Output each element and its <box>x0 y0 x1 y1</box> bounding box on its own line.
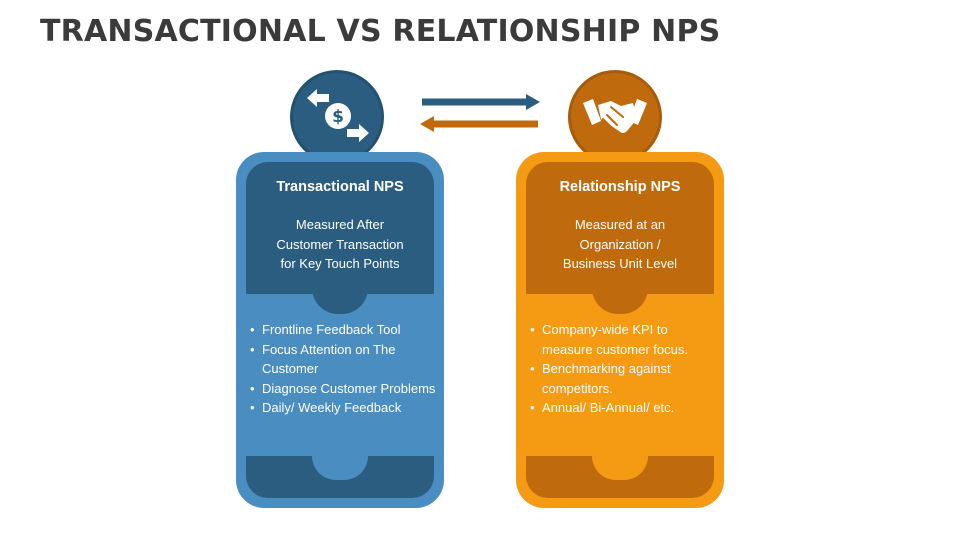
transactional-header-tab <box>312 288 368 314</box>
page-title: TRANSACTIONAL VS RELATIONSHIP NPS <box>40 14 721 49</box>
relationship-bullet-list: Company-wide KPI to measure customer foc… <box>530 320 720 418</box>
arrow-left-icon <box>420 116 538 132</box>
transactional-description: Measured After Customer Transaction for … <box>250 215 430 274</box>
list-item: Frontline Feedback Tool <box>250 320 440 340</box>
transactional-card: Transactional NPS Measured After Custome… <box>236 152 444 508</box>
transactional-bullet-list: Frontline Feedback Tool Focus Attention … <box>250 320 440 418</box>
transactional-description-line: Measured After <box>295 217 385 232</box>
dollar-exchange-icon: $ <box>307 89 369 142</box>
relationship-description-line: Organization / <box>579 236 661 252</box>
relationship-header-panel <box>526 162 714 294</box>
relationship-icon-badge <box>568 70 662 164</box>
relationship-card: Relationship NPS Measured at an Organiza… <box>516 152 724 508</box>
relationship-header-tab <box>592 288 648 314</box>
list-item: Annual/ Bi-Annual/ etc. <box>530 398 720 418</box>
list-item: Benchmarking against competitors. <box>530 359 720 398</box>
list-item: Daily/ Weekly Feedback <box>250 398 440 418</box>
relationship-heading: Relationship NPS <box>559 179 681 195</box>
list-item: Diagnose Customer Problems <box>250 379 440 399</box>
arrow-right-icon <box>422 94 540 110</box>
transactional-heading: Transactional NPS <box>276 179 404 195</box>
list-item: Focus Attention on The Customer <box>250 340 440 379</box>
transactional-icon-badge: $ <box>290 70 384 164</box>
transactional-description-line: for Key Touch Points <box>280 256 400 271</box>
transactional-header-panel <box>246 162 434 294</box>
relationship-description-line: Business Unit Level <box>562 256 678 271</box>
handshake-icon <box>583 99 647 133</box>
transactional-description-line: Customer Transaction <box>276 236 404 252</box>
relationship-description: Measured at an Organization / Business U… <box>530 215 710 274</box>
svg-text:$: $ <box>332 107 344 127</box>
list-item: Company-wide KPI to measure customer foc… <box>530 320 720 359</box>
relationship-description-line: Measured at an <box>574 217 666 232</box>
